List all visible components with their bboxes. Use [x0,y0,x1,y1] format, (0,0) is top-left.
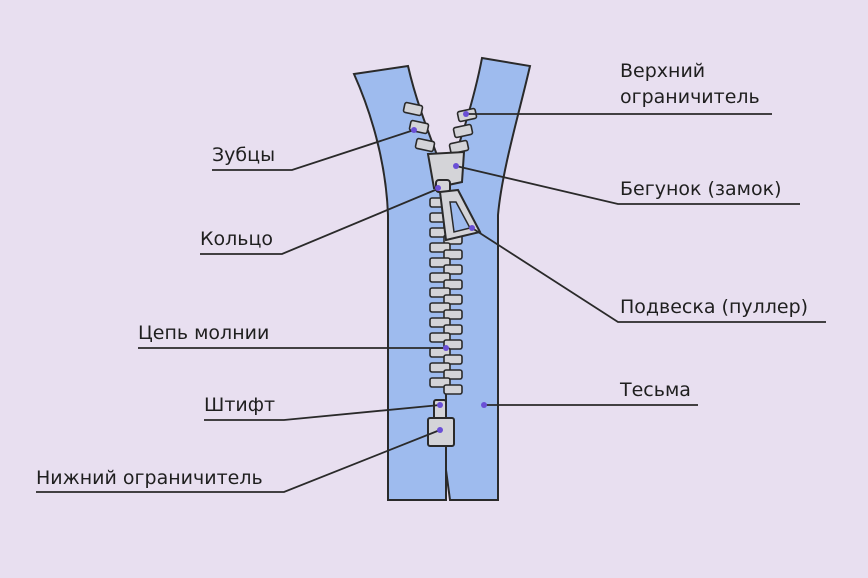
leader-bottom-stop [36,429,441,493]
leader-ring [200,187,441,255]
label-puller: Подвеска (пуллер) [620,296,809,318]
marker-bottom-stop [437,427,443,433]
slider-body [426,150,466,190]
marker-ring [435,185,441,191]
tooth [443,354,463,365]
marker-puller [469,225,475,231]
label-top-stop-line1: Верхний [620,60,706,82]
right-tape [445,56,532,501]
tooth [443,369,463,380]
label-teeth: Зубцы [212,144,276,166]
leader-teeth [212,129,415,171]
leader-slider [455,165,800,205]
marker-slider [453,163,459,169]
label-slider: Бегунок (замок) [620,178,782,200]
label-top-stop-line2: ограничитель [620,86,760,108]
marker-chain [443,345,449,351]
tooth [414,137,436,153]
marker-tape [481,402,487,408]
label-tape: Тесьма [620,379,691,401]
tooth [443,294,463,305]
leader-puller [471,227,826,323]
label-pin: Штифт [204,394,276,416]
marker-top-stop [463,111,469,117]
label-ring: Кольцо [200,228,274,250]
label-bottom-stop: Нижний ограничитель [36,467,263,489]
label-chain: Цепь молнии [138,322,270,344]
tooth [443,324,463,335]
tooth [443,249,463,260]
tooth [402,101,424,117]
tooth [443,309,463,320]
tooth [443,264,463,275]
tooth [443,384,463,395]
tooth [443,279,463,290]
marker-pin [437,402,443,408]
marker-teeth [411,127,417,133]
leader-pin [204,404,441,421]
tooth [452,123,474,139]
